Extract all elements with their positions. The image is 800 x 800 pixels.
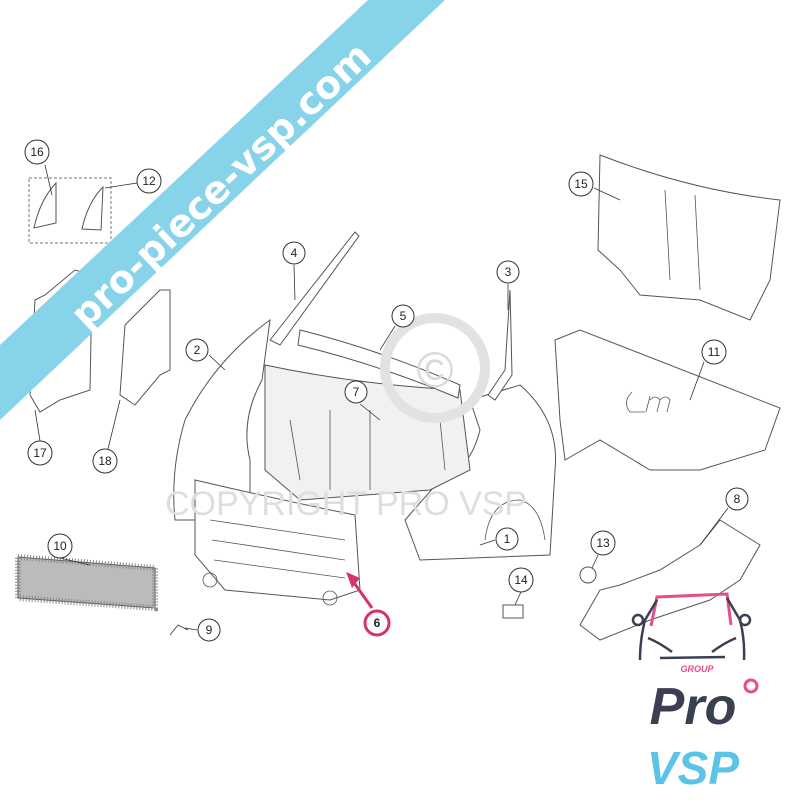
svg-text:8: 8 bbox=[734, 492, 741, 506]
copyright-watermark: © COPYRIGHT PRO VSP bbox=[165, 313, 527, 523]
svg-text:14: 14 bbox=[514, 573, 528, 587]
svg-text:7: 7 bbox=[353, 385, 360, 399]
part-15 bbox=[597, 154, 781, 321]
part-6-bumper bbox=[194, 479, 361, 606]
svg-text:17: 17 bbox=[33, 446, 47, 460]
callout-2[interactable]: 2 bbox=[185, 338, 209, 362]
callout-8[interactable]: 8 bbox=[725, 487, 749, 511]
svg-text:©: © bbox=[417, 342, 454, 398]
callout-15[interactable]: 15 bbox=[568, 171, 594, 197]
callout-1[interactable]: 1 bbox=[495, 527, 519, 551]
callout-3[interactable]: 3 bbox=[496, 260, 520, 284]
svg-text:pro-piece-vsp.com: pro-piece-vsp.com bbox=[62, 34, 380, 337]
svg-text:1: 1 bbox=[504, 532, 511, 546]
svg-text:16: 16 bbox=[30, 145, 44, 159]
callout-14[interactable]: 14 bbox=[508, 567, 534, 593]
svg-text:Pro: Pro bbox=[650, 678, 737, 736]
svg-text:3: 3 bbox=[505, 265, 512, 279]
part-11-emblem bbox=[626, 391, 671, 413]
callout-4[interactable]: 4 bbox=[282, 241, 306, 265]
part-18 bbox=[119, 289, 171, 406]
part-9 bbox=[169, 624, 189, 636]
svg-text:2: 2 bbox=[194, 343, 201, 357]
svg-text:11: 11 bbox=[708, 345, 721, 359]
svg-text:GROUP: GROUP bbox=[680, 664, 714, 674]
svg-text:18: 18 bbox=[98, 454, 112, 468]
callout-18[interactable]: 18 bbox=[92, 448, 118, 474]
callout-17[interactable]: 17 bbox=[27, 440, 53, 466]
callout-13[interactable]: 13 bbox=[590, 530, 616, 556]
callout-16[interactable]: 16 bbox=[24, 139, 50, 165]
svg-text:13: 13 bbox=[596, 536, 610, 550]
part-7-bulkhead bbox=[264, 364, 471, 501]
svg-text:4: 4 bbox=[291, 246, 298, 260]
svg-text:COPYRIGHT PRO VSP: COPYRIGHT PRO VSP bbox=[165, 485, 527, 523]
leader-lines bbox=[34, 164, 729, 631]
part-14 bbox=[502, 604, 524, 619]
callout-7[interactable]: 7 bbox=[344, 380, 368, 404]
svg-text:15: 15 bbox=[574, 177, 588, 191]
svg-text:10: 10 bbox=[53, 539, 67, 553]
part-16 bbox=[33, 181, 57, 229]
part-5-cowl bbox=[297, 329, 461, 399]
part-2-left-wing bbox=[173, 318, 271, 521]
part-4-pillar bbox=[269, 231, 360, 346]
callout-11[interactable]: 11 bbox=[701, 339, 727, 365]
part-11 bbox=[554, 329, 781, 471]
svg-text:VSP: VSP bbox=[647, 742, 739, 794]
callout-9[interactable]: 9 bbox=[197, 618, 221, 642]
callout-12[interactable]: 12 bbox=[136, 168, 162, 194]
part-1-right-wing bbox=[404, 384, 557, 561]
svg-text:12: 12 bbox=[142, 174, 156, 188]
svg-text:5: 5 bbox=[400, 309, 407, 323]
callout-6-highlighted[interactable]: 6 bbox=[363, 609, 391, 637]
part-13 bbox=[579, 566, 597, 584]
svg-text:6: 6 bbox=[374, 616, 381, 630]
svg-text:9: 9 bbox=[206, 623, 213, 637]
callout-10[interactable]: 10 bbox=[47, 533, 73, 559]
part-12 bbox=[81, 185, 104, 231]
part-10-grille bbox=[15, 553, 158, 612]
callout-5[interactable]: 5 bbox=[391, 304, 415, 328]
pro-vsp-logo: GROUP Pro VSP bbox=[631, 592, 759, 794]
part-3-pillar bbox=[487, 289, 513, 401]
kit-box bbox=[28, 177, 112, 244]
